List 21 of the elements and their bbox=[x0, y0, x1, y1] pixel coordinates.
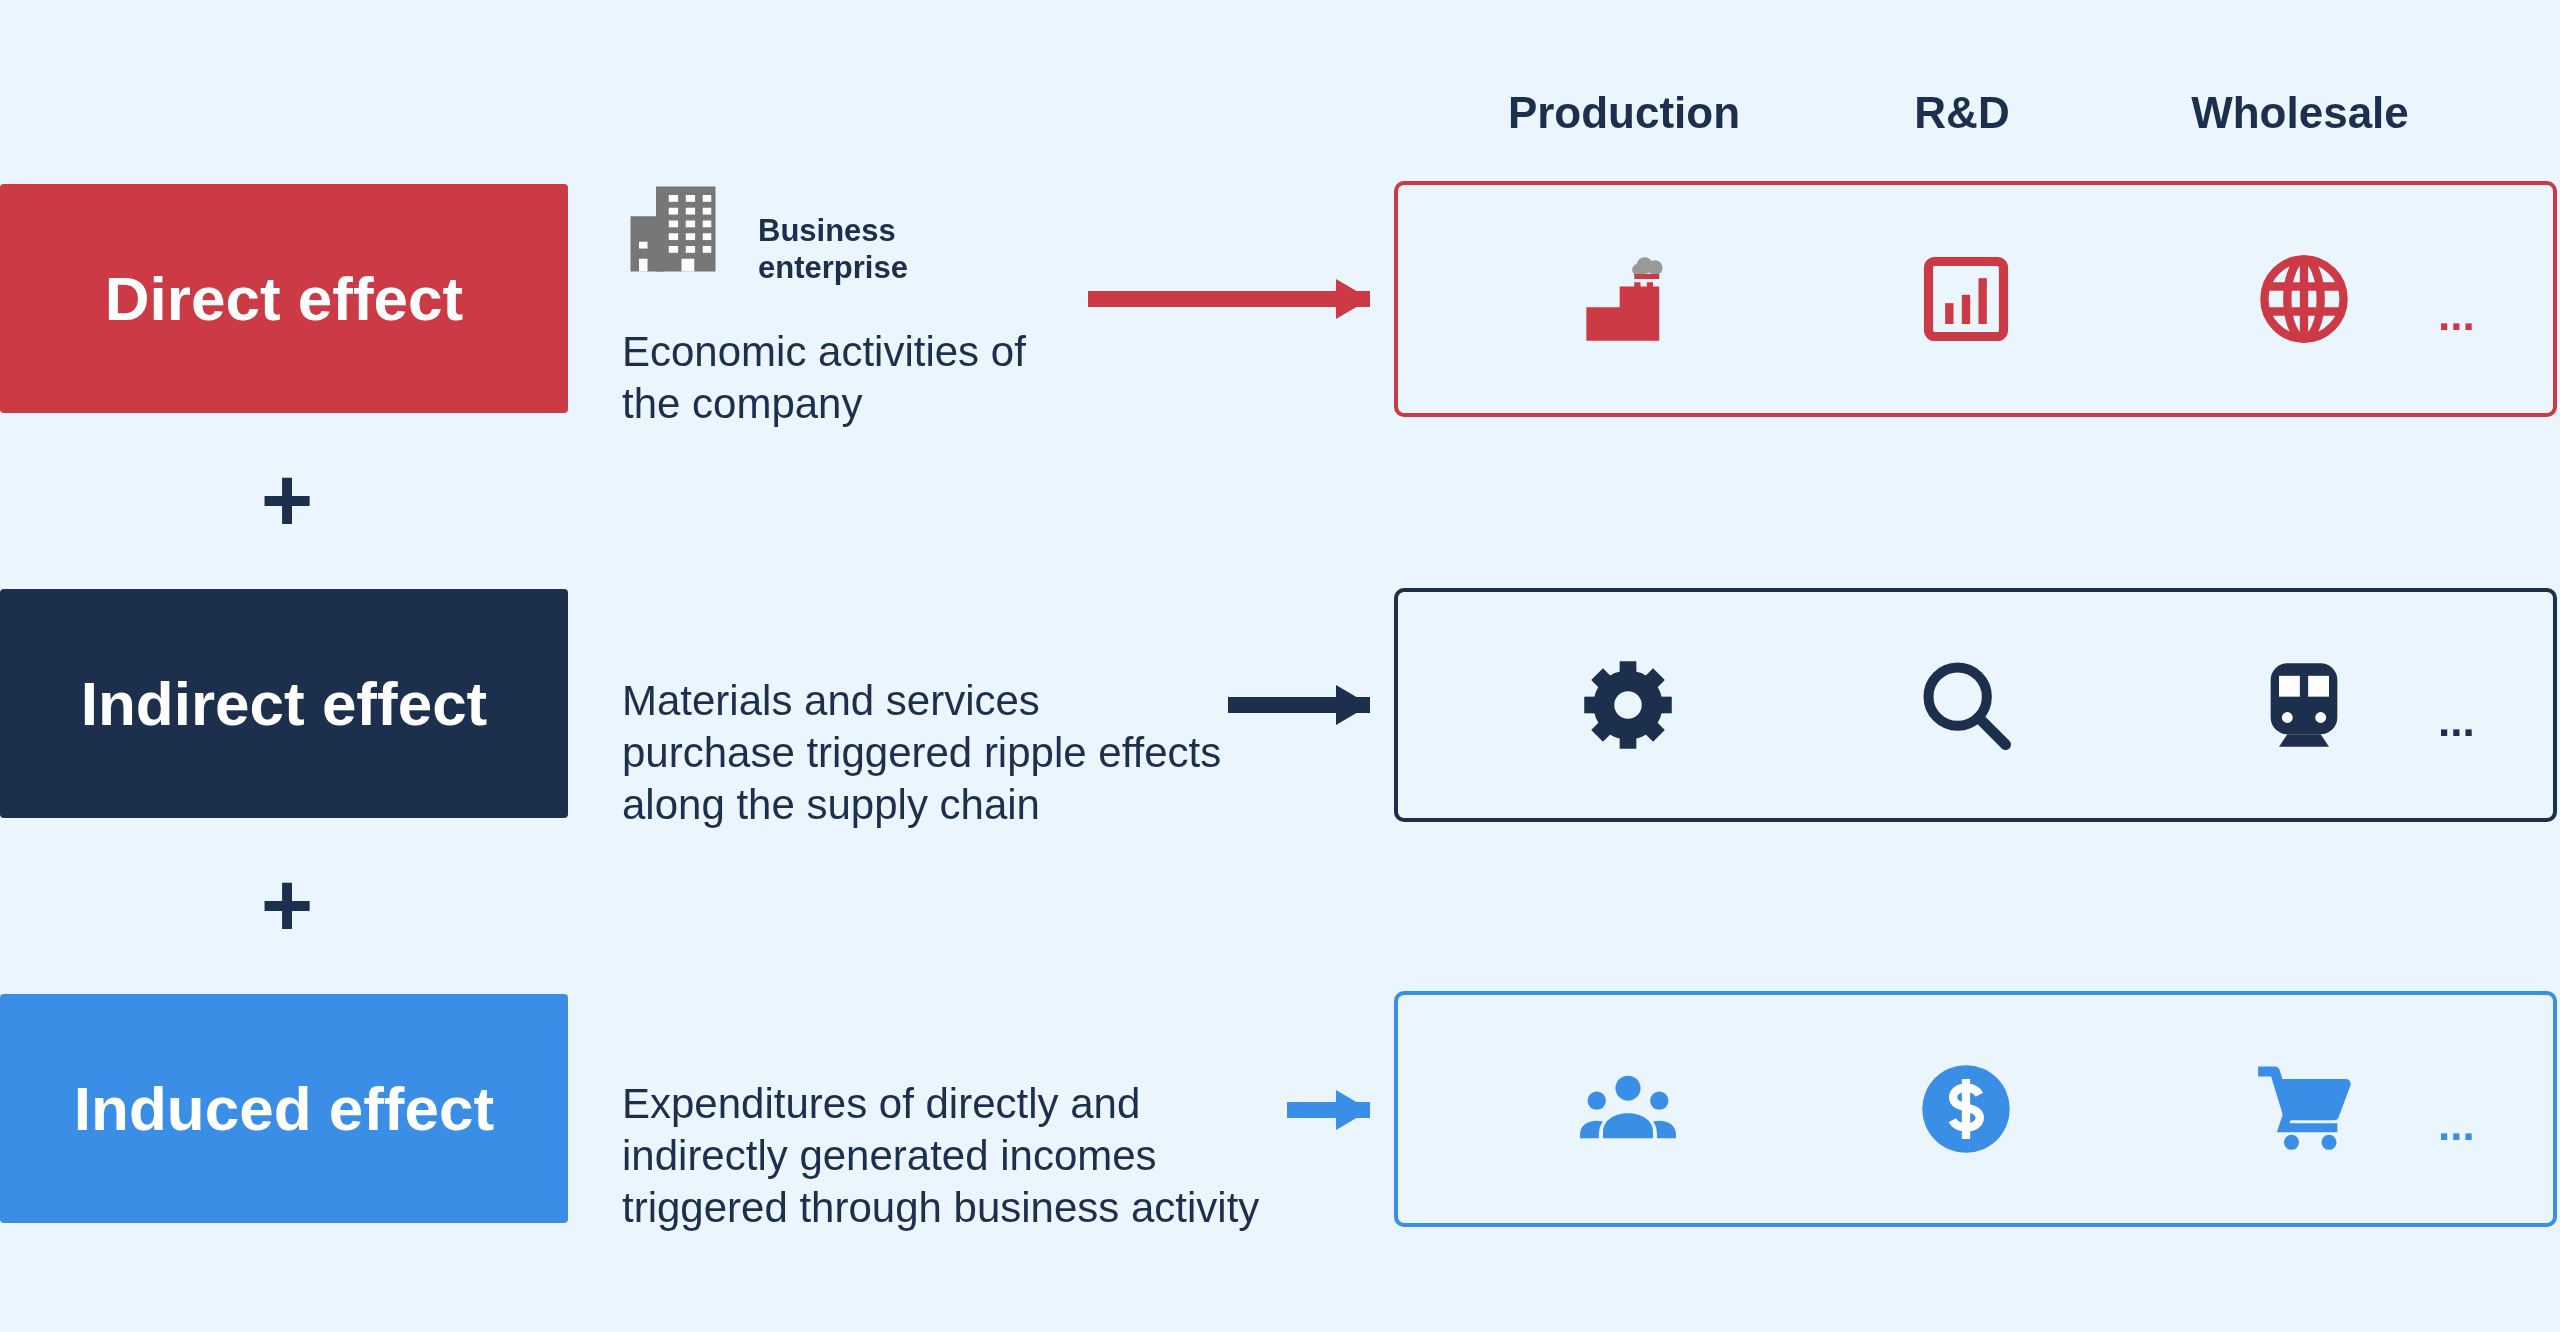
effect-box: Induced effect bbox=[0, 994, 568, 1223]
effect-box: Indirect effect bbox=[0, 589, 568, 818]
column-header: Production bbox=[1507, 88, 1741, 138]
category-box bbox=[1394, 991, 2557, 1227]
column-header: Wholesale bbox=[2191, 88, 2409, 138]
plus-sign: + bbox=[260, 455, 314, 545]
arrow bbox=[1287, 1090, 1370, 1130]
category-box bbox=[1394, 588, 2557, 822]
ellipsis-text: ... bbox=[2438, 293, 2475, 337]
description-text: Expenditures of directly and indirectly generated incomes triggered through business activity bbox=[622, 1079, 1261, 1233]
ellipsis-text: ... bbox=[2438, 1103, 2475, 1147]
arrow bbox=[1228, 685, 1370, 725]
description-text: Economic activities of the company bbox=[622, 327, 1027, 429]
ellipsis-text: ... bbox=[2438, 699, 2475, 743]
arrow bbox=[1088, 279, 1370, 319]
description-text: Materials and services purchase triggered ripple effects along the supply chain bbox=[622, 676, 1222, 830]
effect-box: Direct effect bbox=[0, 184, 568, 413]
plus-sign: + bbox=[260, 860, 314, 950]
column-header: R&D bbox=[1914, 88, 2010, 138]
caption-text: Business enterprise bbox=[758, 212, 909, 286]
category-box bbox=[1394, 181, 2557, 417]
